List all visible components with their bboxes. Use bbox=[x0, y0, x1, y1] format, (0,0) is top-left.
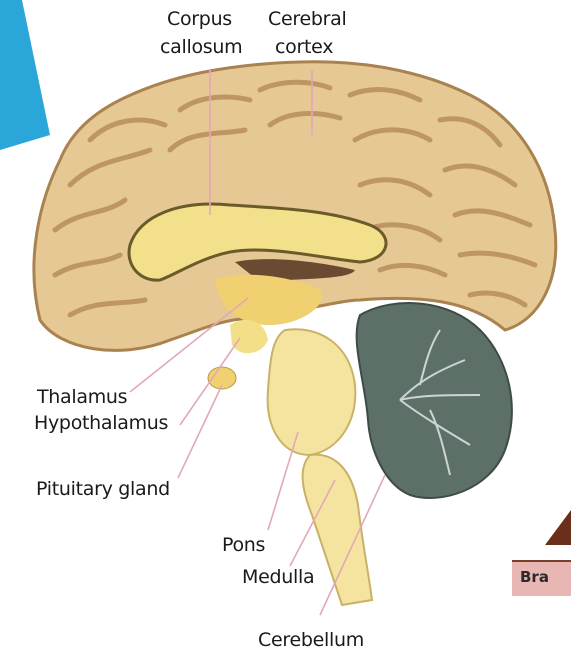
label-hypothalamus: Hypothalamus bbox=[34, 412, 168, 434]
label-corpus-callosum-line1: Corpus bbox=[167, 8, 232, 30]
label-pituitary-gland: Pituitary gland bbox=[36, 478, 170, 500]
label-medulla: Medulla bbox=[242, 566, 314, 588]
label-cerebellum: Cerebellum bbox=[258, 629, 364, 651]
edge-triangle bbox=[0, 0, 50, 150]
label-pons: Pons bbox=[222, 534, 265, 556]
edge-wedge bbox=[545, 510, 571, 545]
label-cerebral-cortex-line2: cortex bbox=[275, 36, 333, 58]
label-corpus-callosum-line2: callosum bbox=[160, 36, 242, 58]
label-cerebral-cortex-line1: Cerebral bbox=[268, 8, 346, 30]
cerebellum bbox=[357, 303, 512, 498]
pons bbox=[268, 329, 356, 455]
label-thalamus: Thalamus bbox=[37, 386, 127, 408]
hypothalamus-region bbox=[230, 320, 268, 353]
edge-tab: Bra bbox=[512, 560, 571, 596]
edge-tab-text: Bra bbox=[520, 568, 549, 586]
